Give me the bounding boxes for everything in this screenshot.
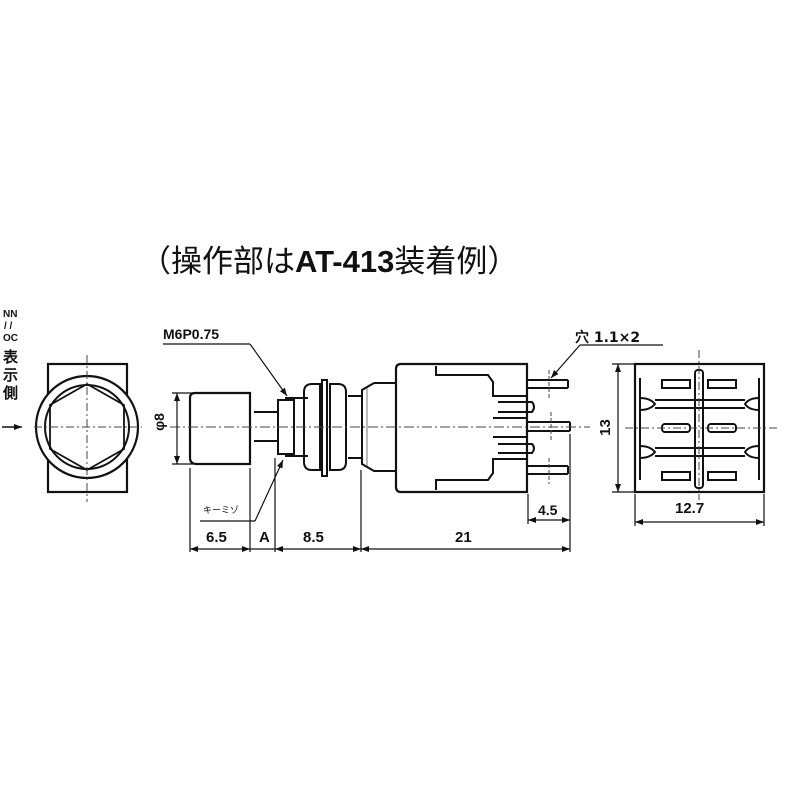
dim-8-5: 8.5 — [303, 529, 324, 546]
title-suffix: 装着例 — [394, 244, 488, 280]
side-label-gawa: 側 — [3, 384, 19, 402]
thread-callout: M6P0.75 — [163, 326, 220, 342]
side-label-hyo: 表 — [3, 348, 19, 366]
dimension-lines — [163, 343, 765, 552]
dim-a: A — [259, 529, 270, 546]
side-label-oc: OC — [3, 333, 18, 344]
title-prefix: 操作部は — [171, 244, 295, 280]
side-label-nn: NN — [3, 309, 18, 320]
dim-12-7: 12.7 — [675, 500, 705, 517]
dim-6-5: 6.5 — [206, 529, 227, 546]
dim-4-5: 4.5 — [538, 502, 558, 518]
knurl-callout: キーミゾ — [203, 506, 240, 516]
side-label-slash: / / — [4, 321, 13, 332]
drawing-title: （操作部はAT-413装着例） — [140, 236, 518, 281]
rear-view — [625, 350, 780, 500]
title-model: AT-413 — [295, 244, 395, 279]
hole-callout: 穴 1.1×2 — [575, 330, 641, 346]
title-close-paren: ） — [487, 244, 519, 280]
side-view — [170, 362, 590, 494]
title-open-paren: （ — [140, 244, 171, 280]
dim-21: 21 — [455, 529, 472, 546]
side-label-ji: 示 — [3, 366, 19, 384]
front-view — [2, 355, 142, 502]
